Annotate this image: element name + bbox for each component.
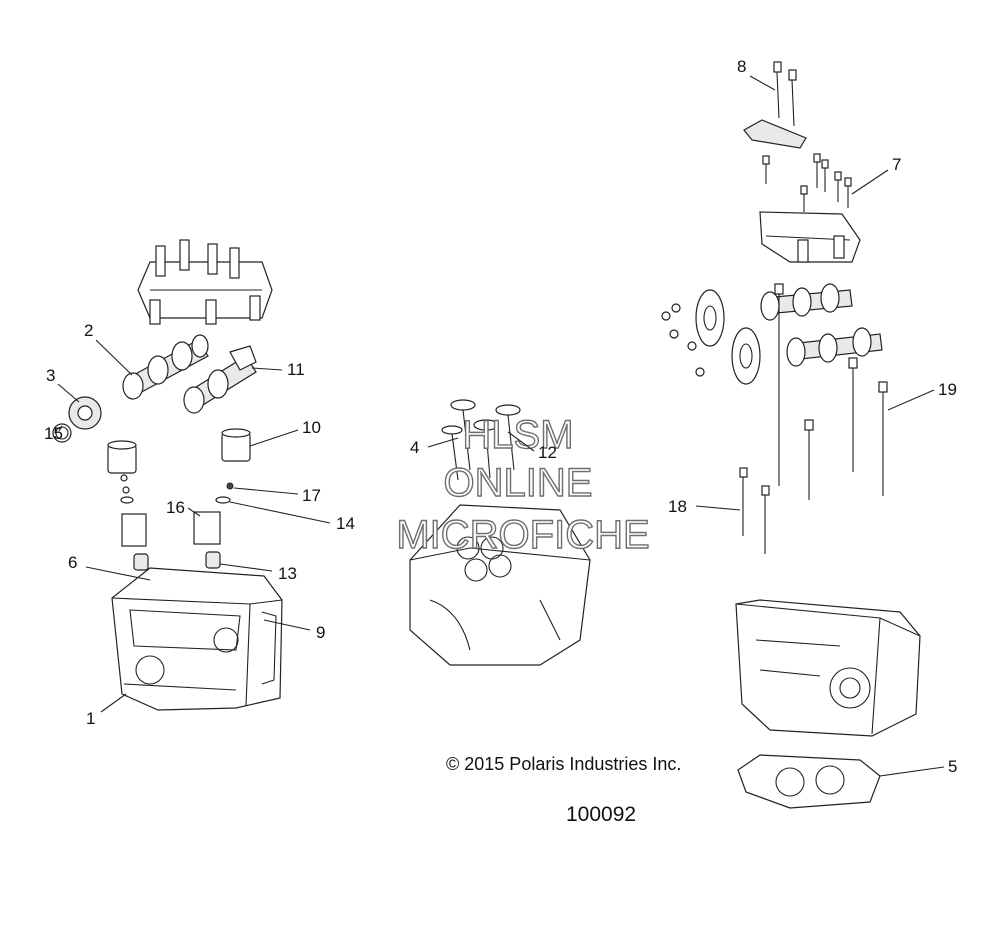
callout-1: 1 bbox=[86, 709, 95, 728]
callout-16: 16 bbox=[166, 498, 185, 517]
tappet-bucket-right bbox=[221, 428, 251, 462]
callout-4: 4 bbox=[410, 438, 419, 457]
callout-12: 12 bbox=[538, 443, 557, 462]
left-rocker-carrier bbox=[137, 239, 273, 325]
watermark-line2: ONLINE bbox=[444, 461, 593, 505]
valve-spring-right bbox=[193, 511, 221, 545]
callout-18: 18 bbox=[668, 497, 687, 516]
o-ring-seal bbox=[52, 423, 72, 443]
callout-6: 6 bbox=[68, 553, 77, 572]
chain-guide-plate bbox=[743, 119, 807, 149]
watermark-line3: MICROFICHE bbox=[396, 513, 649, 557]
callout-11: 11 bbox=[287, 360, 305, 379]
cylinder-head-right bbox=[735, 599, 921, 737]
callout-15: 15 bbox=[44, 424, 63, 443]
head-bolts-long bbox=[774, 283, 888, 500]
callout-labels: 1 2 3 4 5 6 7 8 9 10 11 12 13 14 15 16 1… bbox=[44, 57, 957, 776]
diagram-number: 100092 bbox=[566, 803, 637, 826]
valve-keepers-left bbox=[120, 474, 134, 504]
camshaft-exhaust bbox=[183, 345, 257, 414]
leader-lines bbox=[57, 75, 945, 777]
head-bolts-short bbox=[739, 467, 770, 554]
camshaft-right-upper bbox=[760, 283, 853, 321]
callout-17: 17 bbox=[302, 486, 321, 505]
valve-keeper-right bbox=[215, 482, 234, 504]
callout-9: 9 bbox=[316, 623, 325, 642]
cylinder-head-center bbox=[409, 504, 591, 666]
short-bolts-group bbox=[762, 153, 852, 212]
small-bolts-left bbox=[661, 303, 705, 377]
callout-2: 2 bbox=[84, 321, 93, 340]
tappet-bucket-left bbox=[107, 440, 137, 474]
callout-14: 14 bbox=[336, 514, 355, 533]
valves-group bbox=[441, 399, 521, 481]
callout-13: 13 bbox=[278, 564, 297, 583]
cylinder-head-left bbox=[111, 567, 283, 711]
callout-5: 5 bbox=[948, 757, 957, 776]
cam-sprocket-upper bbox=[695, 289, 725, 347]
cam-sprocket-hub bbox=[68, 396, 102, 430]
valve-spring-left bbox=[121, 513, 147, 547]
right-rocker-carrier bbox=[759, 211, 861, 263]
long-bolts-top bbox=[773, 61, 797, 127]
valve-stem-seal-right bbox=[205, 551, 221, 569]
camshaft-right-lower bbox=[786, 327, 883, 367]
callout-10: 10 bbox=[302, 418, 321, 437]
camshaft-intake bbox=[122, 334, 209, 400]
copyright-notice: © 2015 Polaris Industries Inc. bbox=[446, 754, 682, 774]
callout-8: 8 bbox=[737, 57, 746, 76]
watermark: HLSM ONLINE MICROFICHE bbox=[396, 412, 651, 557]
head-gasket bbox=[737, 754, 881, 809]
watermark-line1: HLSM bbox=[462, 413, 573, 457]
callout-19: 19 bbox=[938, 380, 957, 399]
valve-stem-seal-left bbox=[133, 553, 149, 571]
callout-7: 7 bbox=[892, 155, 901, 174]
cam-sprocket-lower bbox=[731, 327, 761, 385]
callout-3: 3 bbox=[46, 366, 55, 385]
